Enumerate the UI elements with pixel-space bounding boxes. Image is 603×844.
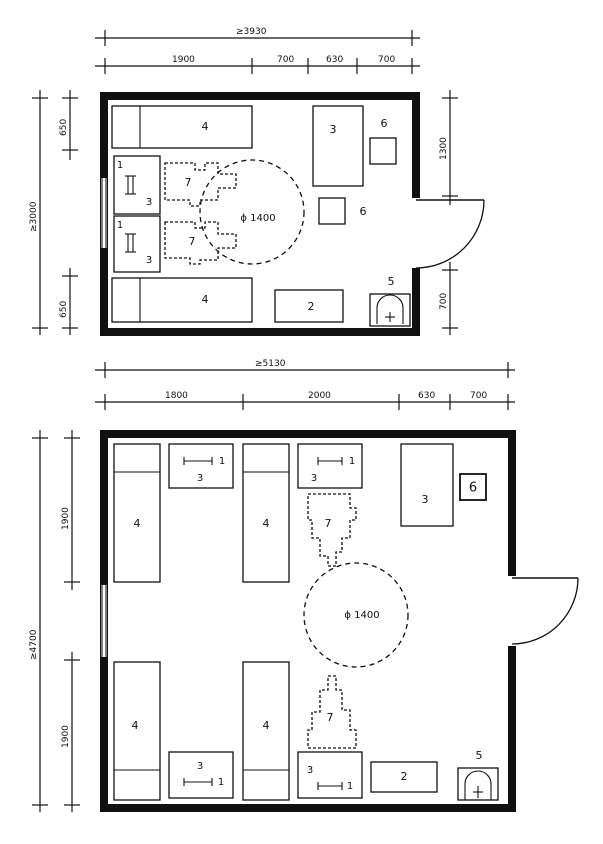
plan2-item5-label: 5: [476, 749, 483, 762]
plan2-dim-left-bottom: 1900: [61, 725, 71, 748]
plan1-bed-top: 4: [111, 105, 253, 149]
plan2-table-tl-label: 3: [197, 473, 203, 484]
plan2-table-bl-num: 1: [218, 777, 224, 788]
plan1-dim-right-top: 1300: [439, 137, 449, 160]
plan2-table-tr: 3: [400, 443, 454, 527]
plan1-item6-b-label: 6: [360, 205, 367, 218]
plan1-item6-a-label: 6: [381, 117, 388, 130]
plan2-turning-circle: ϕ 1400: [303, 562, 409, 668]
plan2-chair-bottom-label: 7: [327, 711, 334, 724]
plan2-bed-bm-label: 4: [263, 719, 270, 732]
plan1-dim-right-bottom: 700: [439, 293, 449, 310]
plan-2: ≥5130 1800 2000 630 700 ≥4700 1900: [29, 359, 579, 812]
plan1-turning-circle: ϕ 1400: [199, 159, 305, 265]
plan1-dim-seg3: 630: [326, 55, 343, 65]
plan1-chair-bottom: 7: [164, 221, 237, 265]
plan1-dim-top: ≥3930 1900 700 630 700: [95, 27, 420, 74]
plan1-dim-overall: ≥3930: [236, 27, 267, 37]
plan1-item2: 2: [274, 289, 344, 323]
plan2-table-bm-label: 3: [307, 765, 313, 776]
plan1-dim-seg1: 1900: [172, 55, 195, 65]
plan2-bed-bl-label: 4: [132, 719, 139, 732]
plan2-table-tr-label: 3: [422, 493, 429, 506]
plan2-chair-bottom: 7: [307, 675, 357, 749]
plan2-circle-label: ϕ 1400: [344, 610, 379, 621]
plan-1: ≥3930 1900 700 630 700 ≥3000 650 6: [29, 27, 485, 336]
plan2-item5: 5: [457, 749, 499, 801]
plan2-table-bm: 3 1: [297, 751, 363, 799]
plan1-walls: [100, 92, 420, 336]
plan2-dim-seg2: 2000: [308, 391, 331, 401]
plan1-table-label: 3: [330, 123, 337, 136]
plan2-item2: 2: [370, 761, 438, 793]
plan1-circle-label: ϕ 1400: [240, 213, 275, 224]
plan2-table-tl: 1 3: [168, 443, 234, 489]
plan1-item5-label: 5: [388, 275, 395, 288]
plan1-dim-left: ≥3000 650 650: [29, 90, 78, 335]
plan1-table: 3: [312, 105, 364, 187]
plan1-dim-seg2: 700: [277, 55, 294, 65]
plan2-dim-left-top: 1900: [61, 507, 71, 530]
plan2-table-bl: 3 1: [168, 751, 234, 799]
plan1-item5: 5: [369, 275, 411, 327]
plan2-table-bm-num: 1: [347, 781, 353, 792]
plan2-walls: [100, 430, 516, 812]
plan1-desk-top: 1 3: [113, 155, 161, 215]
plan1-door: [415, 199, 485, 269]
plan2-table-tm: 1 3: [297, 443, 363, 489]
plan2-dim-seg1: 1800: [165, 391, 188, 401]
plan2-bed-bl: 4: [113, 661, 161, 801]
plan2-dim-left-overall: ≥4700: [29, 629, 39, 660]
plan2-item2-label: 2: [401, 770, 408, 783]
plan1-bed-top-label: 4: [202, 120, 209, 133]
plan2-door: [511, 577, 579, 645]
plan1-desk-top-chair: 3: [146, 197, 152, 208]
plan2-table-tl-num: 1: [219, 456, 225, 467]
plan1-item2-label: 2: [308, 300, 315, 313]
plan1-item6-a: 6: [369, 117, 397, 165]
plan1-bed-bottom: 4: [111, 277, 253, 323]
plan1-desk-bottom-num: 1: [117, 220, 123, 231]
plan1-dim-right: 1300 700: [439, 90, 458, 335]
plan2-dim-overall: ≥5130: [255, 359, 286, 369]
plan1-desk-top-num: 1: [117, 160, 123, 171]
plan1-dim-left-top: 650: [59, 119, 69, 136]
plan2-dim-seg3: 630: [418, 391, 435, 401]
plan1-desk-bottom-chair: 3: [146, 255, 152, 266]
plan1-item6-b: 6: [318, 197, 367, 225]
plan1-dim-left-overall: ≥3000: [29, 201, 39, 232]
plan1-dim-seg4: 700: [378, 55, 395, 65]
plan2-bed-bm: 4: [242, 661, 290, 801]
plan1-bed-bottom-label: 4: [202, 293, 209, 306]
plan2-dim-seg4: 700: [470, 391, 487, 401]
plan2-table-bl-label: 3: [197, 761, 203, 772]
plan2-dim-top: ≥5130 1800 2000 630 700: [95, 359, 515, 410]
plan1-chair-top-label: 7: [185, 176, 192, 189]
plan2-table-tm-label: 3: [311, 473, 317, 484]
plan2-bed-tl-label: 4: [134, 517, 141, 530]
plan2-bed-tm: 4: [242, 443, 290, 583]
plan1-dim-left-bottom: 650: [59, 301, 69, 318]
plan1-chair-bottom-label: 7: [189, 235, 196, 248]
plan1-chair-top: 7: [164, 162, 237, 207]
plan2-bed-tm-label: 4: [263, 517, 270, 530]
plan2-chair-top: 7: [307, 493, 357, 567]
plan2-chair-top-label: 7: [325, 517, 332, 530]
plan2-item6: 6: [459, 473, 487, 501]
plan2-bed-tl: 4: [113, 443, 161, 583]
plan1-desk-bottom: 1 3: [113, 215, 161, 273]
plan2-item6-label: 6: [469, 481, 477, 496]
plan2-table-tm-num: 1: [349, 456, 355, 467]
plan2-dim-left: ≥4700 1900 1900: [29, 430, 80, 812]
